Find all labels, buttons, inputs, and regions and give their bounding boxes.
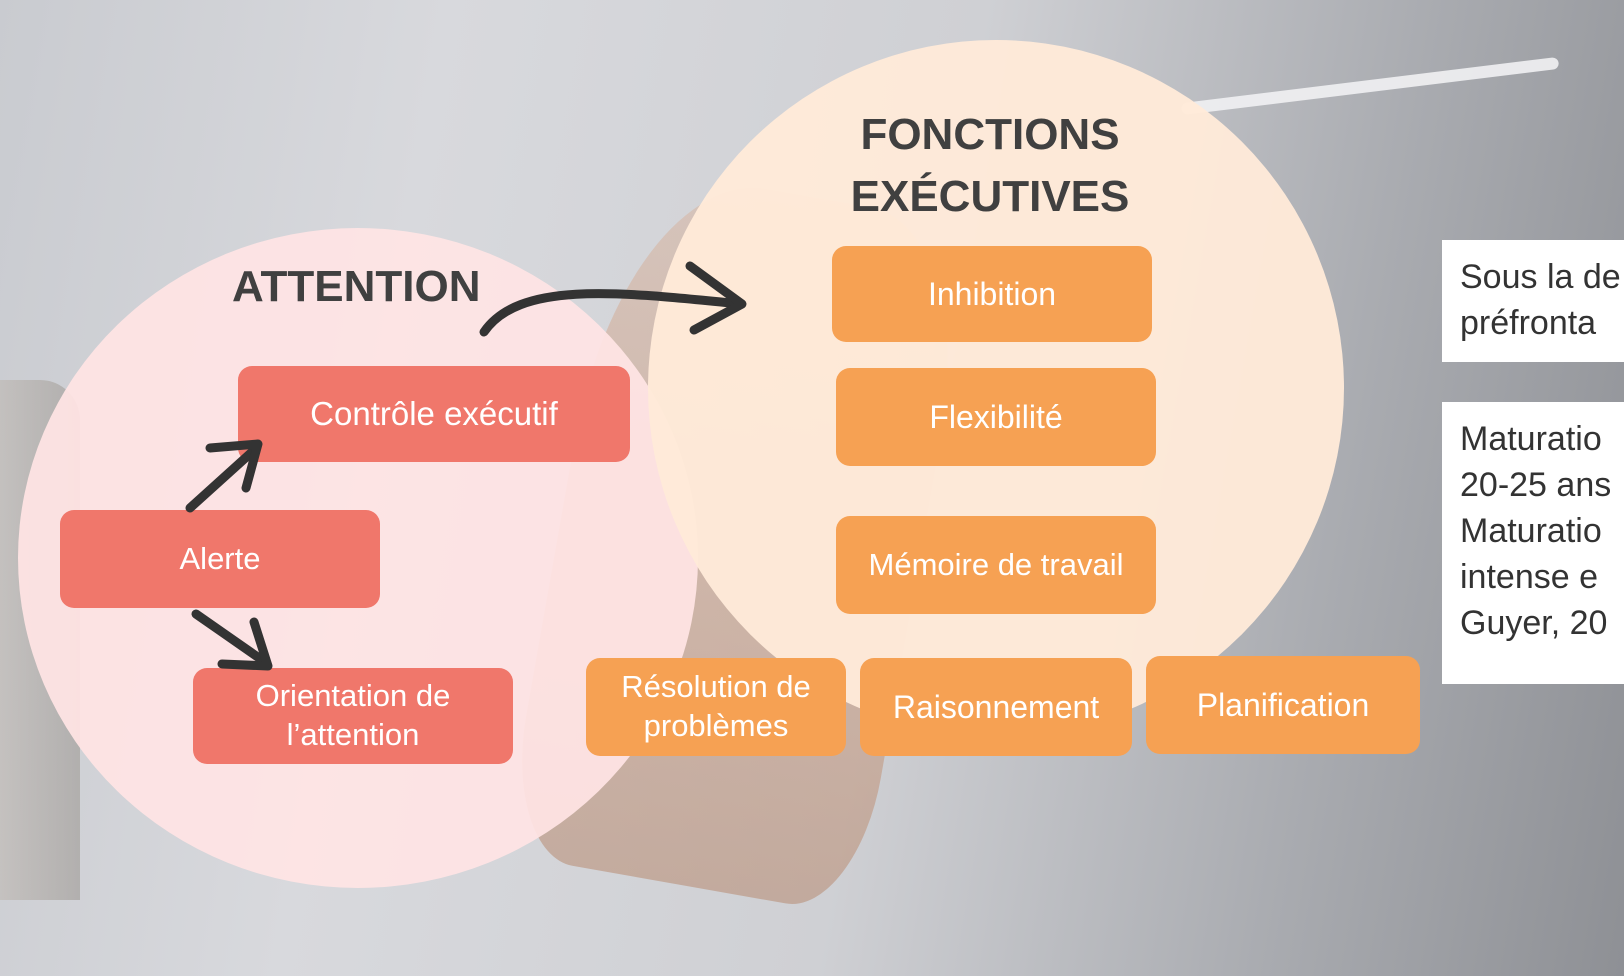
note2-line1: Maturatio (1460, 420, 1602, 458)
arrow-attention-to-executive (479, 289, 745, 337)
arrowhead-attention-to-executive (685, 261, 747, 335)
note2-line3: Maturatio (1460, 512, 1602, 550)
note1-line1: Sous la de (1460, 258, 1621, 296)
box-raisonnement: Raisonnement (860, 658, 1132, 756)
box-resolution-de-problemes: Résolution de problèmes (586, 658, 846, 756)
attention-title: ATTENTION (232, 262, 481, 311)
box-flexibilite: Flexibilité (836, 368, 1156, 466)
box-inhibition: Inhibition (832, 246, 1152, 342)
box-alerte: Alerte (60, 510, 380, 608)
executive-functions-title: FONCTIONS EXÉCUTIVES (850, 110, 1130, 221)
note2-line2: 20-25 ans (1460, 466, 1612, 504)
box-planification: Planification (1146, 656, 1420, 754)
note-maturation: Maturatio 20-25 ans Maturatio intense e … (1442, 402, 1624, 684)
note-prefrontal: Sous la de préfronta (1442, 240, 1624, 362)
arrowhead-alerte-to-orientation (217, 617, 273, 671)
box-controle-executif: Contrôle exécutif (238, 366, 630, 462)
box-orientation-attention: Orientation de l’attention (193, 668, 513, 764)
arrowhead-alerte-to-controle (205, 439, 263, 493)
note2-line5: Guyer, 20 (1460, 604, 1608, 642)
note2-line4: intense e (1460, 558, 1598, 596)
arrow-alerte-to-orientation (191, 609, 267, 665)
box-memoire-de-travail: Mémoire de travail (836, 516, 1156, 614)
note1-line2: préfronta (1460, 304, 1597, 342)
arrow-alerte-to-controle (185, 447, 257, 513)
